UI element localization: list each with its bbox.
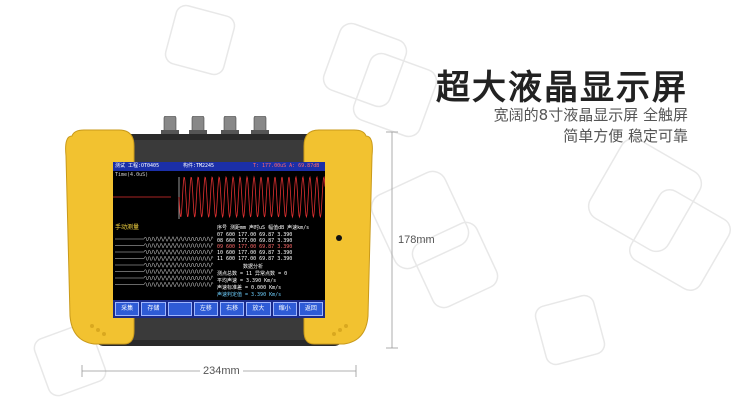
screen-button-bar: 采集 存储 左移 右移 放大 缩小 返回 — [113, 300, 325, 318]
mini-waveform-trace — [115, 281, 214, 288]
acquire-button[interactable]: 采集 — [115, 302, 140, 316]
analysis-line: 声速标准差 = 0.000 Km/s — [217, 285, 282, 291]
analysis-line: 平均声速 = 3.390 Km/s — [217, 278, 277, 284]
subtitle-line-1: 宽阔的8寸液晶显示屏 全触屏 — [493, 106, 688, 124]
table-row-selected[interactable]: 09 600 177.00 69.87 3.390 — [217, 244, 293, 250]
screen-header: 测试 工程:OT0405 构件:TM2245 T: 177.00uS A: 69… — [113, 162, 325, 171]
analysis-title: 数据分析 — [243, 264, 264, 270]
zoom-out-button[interactable]: 缩小 — [272, 302, 297, 316]
mini-waveform-trace — [115, 274, 214, 282]
subtitle-line-2: 简单方便 稳定可靠 — [563, 127, 688, 145]
height-dimension-label: 178mm — [398, 234, 435, 246]
header-readout: T: 177.00uS A: 69.87dB — [253, 163, 320, 169]
analysis-line: 声速判定值 = 3.390 Km/s — [217, 292, 282, 298]
width-dimension-label: 234mm — [200, 365, 243, 377]
table-row[interactable]: 08 600 177.00 69.87 3.390 — [217, 238, 293, 244]
waveform-trace — [113, 175, 325, 219]
move-left-button[interactable]: 左移 — [193, 302, 218, 316]
mini-waveform-trace — [115, 248, 214, 256]
mini-waveform-trace — [115, 261, 214, 269]
table-row[interactable]: 10 600 177.00 69.87 3.390 — [217, 250, 293, 256]
analysis-line: 测点总数 = 11 异常点数 = 0 — [217, 271, 288, 277]
table-row[interactable]: 11 600 177.00 69.87 3.390 — [217, 256, 293, 262]
panel-title: 手动测量 — [115, 224, 140, 231]
plot-axis-label: Time(4.0uS) — [115, 172, 149, 178]
mini-waveform-trace — [115, 242, 214, 249]
header-project: 测试 工程:OT0405 — [115, 163, 160, 169]
table-header: 序号 测距mm 声时uS 幅值dB 声速km/s — [217, 225, 310, 231]
headline: 超大液晶显示屏 — [436, 68, 688, 108]
measurement-panel: 手动测量 序号 测距mm 声时uS 幅值dB 声速km/s 07 600 177… — [113, 223, 325, 300]
mini-waveform-trace — [115, 255, 214, 262]
blank-button[interactable] — [167, 302, 192, 316]
mini-waveform-trace — [115, 235, 214, 243]
header-component: 构件:TM2245 — [183, 163, 215, 169]
waveform-plot[interactable]: Time(4.0uS) — [113, 171, 325, 223]
mini-waveforms — [115, 235, 214, 288]
device-screen: 测试 工程:OT0405 构件:TM2245 T: 177.00uS A: 69… — [113, 162, 325, 318]
mini-waveform-trace — [115, 268, 214, 275]
move-right-button[interactable]: 右移 — [220, 302, 245, 316]
back-button[interactable]: 返回 — [298, 302, 323, 316]
save-button[interactable]: 存储 — [141, 302, 166, 316]
zoom-in-button[interactable]: 放大 — [246, 302, 271, 316]
table-row[interactable]: 07 600 177.00 69.87 3.390 — [217, 232, 293, 238]
